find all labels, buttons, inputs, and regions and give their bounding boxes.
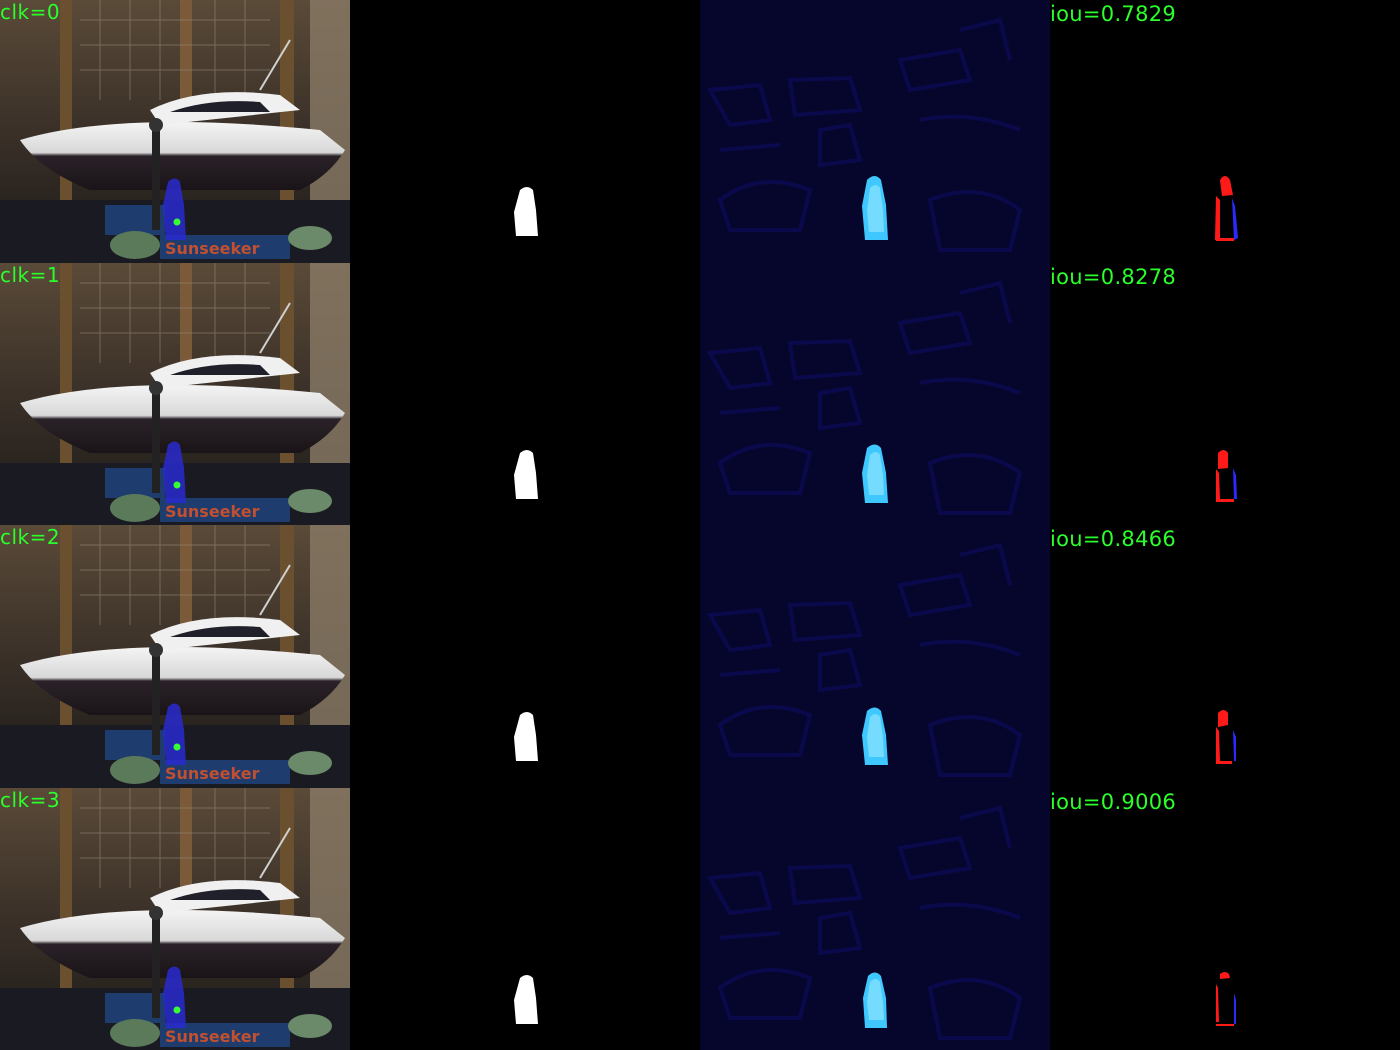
click-count-label: clk=2: [0, 525, 61, 549]
result-row-2: Sunseeker clk=2: [0, 525, 1400, 788]
person-mask-overlay: [163, 441, 186, 503]
result-row-3: Sunseeker clk=3: [0, 787, 1400, 1050]
probability-heatmap: [700, 525, 1050, 788]
iou-score-label: iou=0.8278: [1050, 264, 1177, 289]
input-photo-with-overlay: Sunseeker clk=0: [0, 0, 350, 263]
positive-click-point: [173, 218, 181, 226]
input-photo-with-overlay: Sunseeker clk=3: [0, 787, 350, 1050]
binary-mask-shape: [514, 974, 538, 1024]
false-negative-region: [1220, 971, 1230, 979]
predicted-mask: [350, 787, 700, 1050]
sunseeker-brand-text: Sunseeker: [165, 1027, 260, 1046]
click-count-label: clk=3: [0, 787, 61, 812]
false-positive-region: [1232, 198, 1238, 240]
person-mask-overlay: [163, 703, 186, 765]
positive-click-point: [173, 481, 181, 488]
false-positive-region: [1233, 467, 1237, 499]
iou-score-label: iou=0.7829: [1050, 2, 1177, 26]
sunseeker-brand-text: Sunseeker: [165, 239, 260, 258]
error-map: iou=0.7829: [1050, 0, 1400, 263]
boat-scene-image: Sunseeker: [0, 0, 350, 263]
probability-heatmap: [700, 262, 1050, 525]
result-row-0: Sunseeker clk=0: [0, 0, 1400, 263]
false-negative-region: [1220, 176, 1233, 196]
boat-scene-image: Sunseeker: [0, 262, 350, 525]
probability-heatmap: [700, 787, 1050, 1050]
boat-scene-image: Sunseeker: [0, 525, 350, 788]
sunseeker-brand-text: Sunseeker: [165, 764, 260, 783]
sunseeker-brand-text: Sunseeker: [165, 502, 260, 521]
positive-click-point: [173, 1006, 181, 1013]
false-negative-region: [1218, 449, 1228, 469]
false-positive-region: [1234, 992, 1236, 1024]
boat-scene-image: Sunseeker: [0, 787, 350, 1050]
binary-mask-shape: [514, 187, 538, 236]
binary-mask-shape: [514, 449, 538, 499]
error-map: iou=0.8278: [1050, 262, 1400, 525]
input-photo-with-overlay: Sunseeker clk=1: [0, 262, 350, 525]
predicted-mask: [350, 262, 700, 525]
input-photo-with-overlay: Sunseeker clk=2: [0, 525, 350, 788]
result-row-1: Sunseeker clk=1: [0, 262, 1400, 525]
false-negative-region: [1218, 710, 1228, 727]
iou-score-label: iou=0.9006: [1050, 789, 1177, 814]
binary-mask-shape: [514, 712, 538, 761]
probability-heatmap: [700, 0, 1050, 263]
person-mask-overlay: [163, 178, 186, 240]
iou-score-label: iou=0.8466: [1050, 527, 1177, 551]
error-map: iou=0.9006: [1050, 787, 1400, 1050]
person-mask-overlay: [163, 966, 186, 1028]
error-map: iou=0.8466: [1050, 525, 1400, 788]
predicted-mask: [350, 525, 700, 788]
false-positive-region: [1233, 730, 1236, 761]
click-count-label: clk=0: [0, 0, 61, 24]
predicted-mask: [350, 0, 700, 263]
positive-click-point: [173, 743, 181, 751]
click-count-label: clk=1: [0, 262, 61, 287]
